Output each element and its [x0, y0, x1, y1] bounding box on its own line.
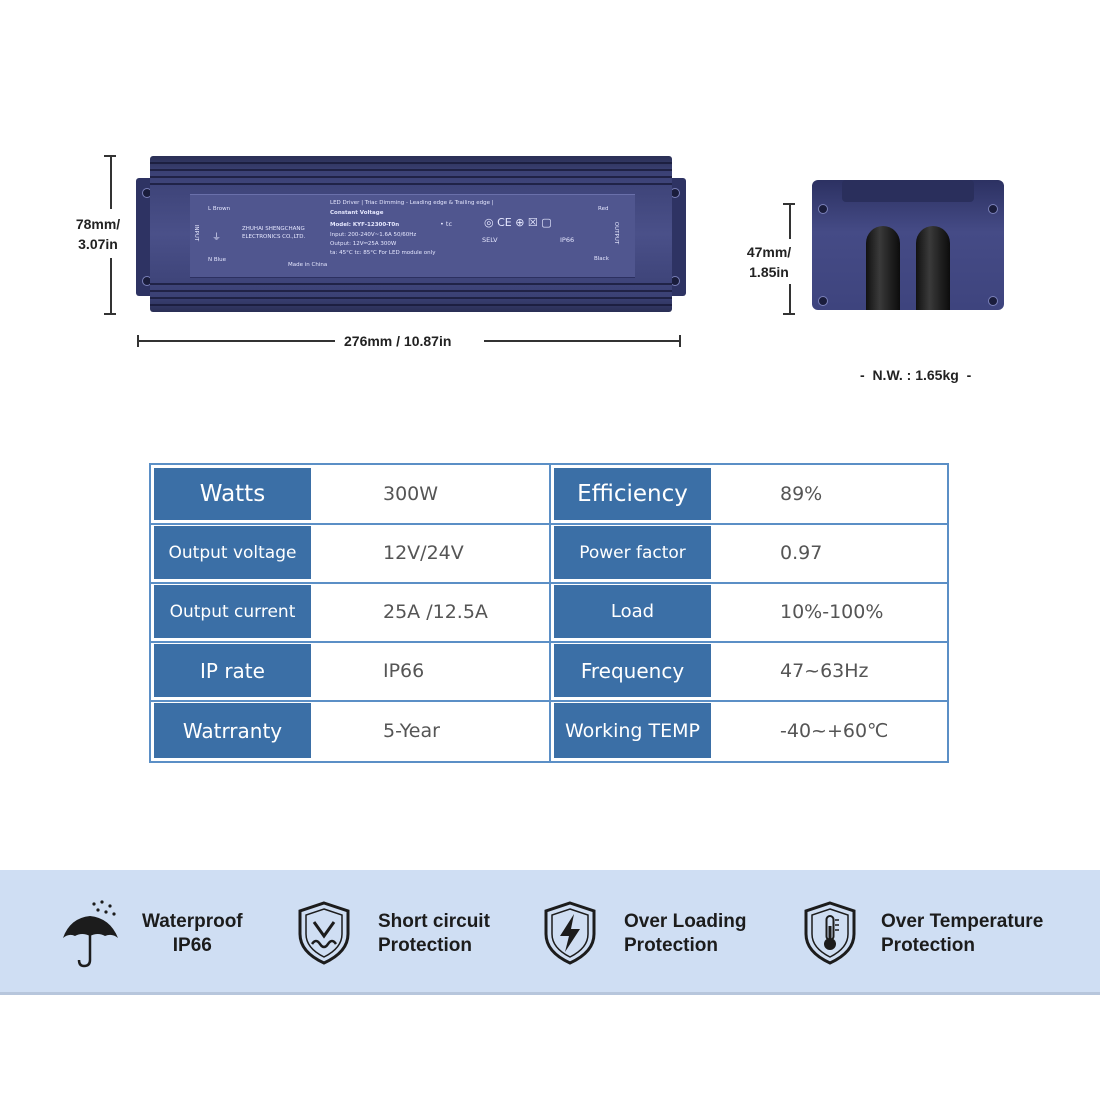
- certification-icons: ◎ CE ⊕ ☒ ▢: [484, 216, 552, 229]
- screw: [988, 296, 998, 306]
- ground-icon: ⏚: [212, 233, 222, 243]
- screw: [818, 204, 828, 214]
- feature-over-temperature-label: Over Temperature Protection: [881, 910, 1043, 958]
- spec-key: Efficiency: [554, 468, 711, 520]
- heatsink-fin: [150, 183, 672, 185]
- output-side-label: OUTPUT: [613, 221, 620, 245]
- table-divider-row: [151, 700, 947, 702]
- height-in: 3.07in: [78, 236, 118, 252]
- height-line-bottom: [110, 258, 112, 314]
- spec-key: Watrranty: [154, 703, 311, 758]
- lightning-shield-icon: [544, 901, 596, 965]
- heatsink-fin: [150, 169, 672, 171]
- spec-key: Frequency: [554, 644, 711, 697]
- end-height-in: 1.85in: [749, 264, 789, 280]
- spec-key: Working TEMP: [554, 703, 711, 758]
- feature-line-1: Short circuit: [378, 911, 490, 932]
- short-circuit-shield-icon: [298, 901, 350, 965]
- screw: [818, 296, 828, 306]
- company-line-2: ELECTRONICS CO.,LTD.: [242, 234, 306, 240]
- ip-label: IP66: [560, 236, 575, 244]
- spec-value: 10%-100%: [780, 600, 884, 623]
- spec-value: 300W: [383, 483, 439, 505]
- label-subtitle: Constant Voltage: [330, 210, 384, 216]
- selv-label: SELV: [482, 236, 498, 244]
- spec-value: IP66: [383, 659, 425, 682]
- feature-waterproof-label: Waterproof IP66: [142, 910, 243, 958]
- height-mm: 78mm/: [75, 216, 121, 232]
- made-in-label: Made in China: [288, 262, 328, 268]
- input-side-label: INPUT: [193, 224, 200, 242]
- spec-key: Watts: [154, 468, 311, 520]
- feature-over-loading-label: Over Loading Protection: [624, 910, 746, 958]
- net-weight-label: - N.W. : 1.65kg -: [860, 367, 972, 383]
- spec-value: 5-Year: [383, 719, 440, 742]
- umbrella-icon: [63, 900, 118, 968]
- spec-value: 89%: [780, 483, 823, 505]
- tc-label: • tc: [440, 220, 453, 228]
- feature-line-2: Protection: [624, 935, 718, 956]
- feature-line-1: Waterproof: [142, 911, 243, 932]
- heatsink-fin: [150, 304, 672, 306]
- terminal-black-label: Black: [594, 256, 609, 262]
- heatsink-fin: [150, 283, 672, 285]
- led-driver-end-view: [812, 180, 1004, 310]
- company-line-1: ZHUHAI SHENGCHANG: [242, 226, 305, 232]
- length-line-right: [484, 340, 680, 342]
- label-title: LED Driver | Triac Dimming - Leading edg…: [330, 200, 494, 206]
- led-driver-top-view: L Brown N Blue INPUT ⏚ LED Driver | Tria…: [150, 156, 672, 312]
- feature-line-2: Protection: [881, 935, 975, 956]
- cable-right: [916, 226, 950, 310]
- height-tick-bottom: [104, 313, 116, 315]
- label-panel: [190, 194, 635, 278]
- end-height-line-bottom: [789, 284, 791, 314]
- end-height-line-top: [789, 203, 791, 239]
- spec-key: Load: [554, 585, 711, 638]
- feature-line-2: Protection: [378, 935, 472, 956]
- cable-left: [866, 226, 900, 310]
- table-divider-row: [151, 641, 947, 643]
- table-divider-vertical: [549, 465, 551, 761]
- output-spec-label: Output: 12V⎓25A 300W: [330, 241, 397, 247]
- feature-short-circuit-label: Short circuit Protection: [378, 910, 490, 958]
- table-divider-row: [151, 523, 947, 525]
- temp-label: ta: 45°C tc: 85°C For LED module only: [330, 250, 436, 256]
- spec-value: 47~63Hz: [780, 659, 869, 682]
- terminal-n-label: N Blue: [208, 257, 227, 263]
- heatsink-fin: [150, 162, 672, 164]
- spec-key: Output voltage: [154, 526, 311, 579]
- feature-line-2: IP66: [172, 935, 212, 956]
- height-dimension-label: 78mm/ 3.07in: [70, 214, 126, 254]
- model-label: Model: KYF-12300-T0n: [330, 222, 400, 228]
- end-cap-top: [842, 180, 974, 202]
- spec-value: -40~+60℃: [780, 719, 889, 742]
- thermometer-shield-icon: [804, 901, 856, 965]
- terminal-red-label: Red: [598, 206, 609, 212]
- end-height-tick-bottom: [783, 313, 795, 315]
- spec-key: IP rate: [154, 644, 311, 697]
- input-spec-label: Input: 200-240V~1.6A 50/60Hz: [330, 232, 417, 238]
- height-line-top: [110, 155, 112, 209]
- spec-table: Watts 300W Efficiency 89% Output voltage…: [149, 463, 949, 763]
- spec-value: 12V/24V: [383, 541, 464, 564]
- heatsink-fin: [150, 297, 672, 299]
- feature-band: Waterproof IP66 Short circuit Protection…: [0, 870, 1100, 995]
- end-height-mm: 47mm/: [746, 244, 792, 260]
- terminal-l-label: L Brown: [208, 206, 231, 212]
- length-line-left: [137, 340, 335, 342]
- length-tick-right: [679, 335, 681, 347]
- table-divider-row: [151, 582, 947, 584]
- end-height-dimension-label: 47mm/ 1.85in: [738, 242, 800, 282]
- heatsink-fin: [150, 290, 672, 292]
- length-dimension-label: 276mm / 10.87in: [344, 333, 452, 349]
- spec-value: 25A /12.5A: [383, 600, 488, 623]
- spec-value: 0.97: [780, 541, 823, 564]
- screw: [988, 204, 998, 214]
- feature-line-1: Over Loading: [624, 911, 747, 932]
- spec-key: Power factor: [554, 526, 711, 579]
- spec-key: Output current: [154, 585, 311, 638]
- feature-line-1: Over Temperature: [881, 911, 1044, 932]
- heatsink-fin: [150, 176, 672, 178]
